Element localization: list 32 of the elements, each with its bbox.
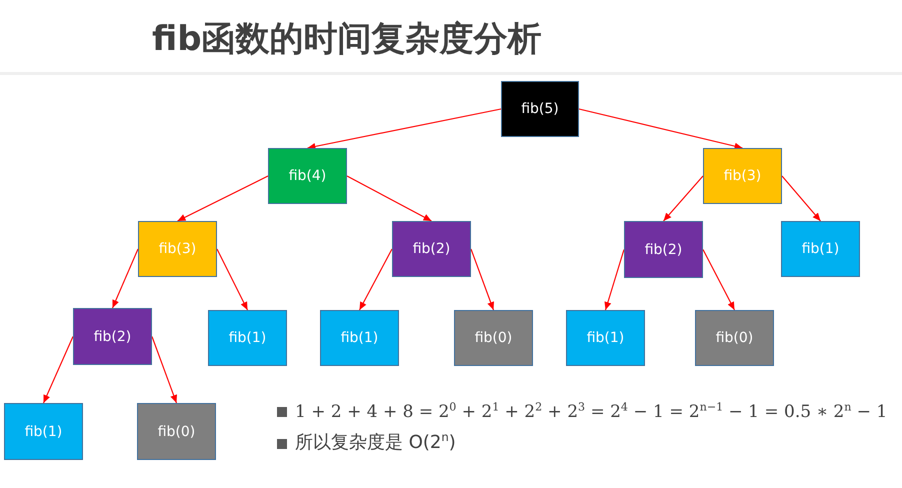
arrow — [702, 249, 735, 310]
call-box: fib(1) — [4, 403, 83, 460]
call-box: fib(1) — [320, 310, 399, 366]
call-box: fib(3) — [703, 148, 782, 204]
call-box: fib(2) — [73, 308, 152, 365]
arrow — [112, 248, 138, 308]
arrow — [151, 336, 178, 404]
call-box: fib(2) — [624, 221, 703, 278]
formula-text: 1 + 2 + 4 + 8 = 2$^{0}$ + 2$^{1}$ + 2$^{2}$ + 2$^{3}$ = 2$^{4}$ − 1 = 2$^{n−1}$ − 1 = 0.5 ∗ 2$^{n}$ − 1 — [295, 400, 888, 424]
arrow — [307, 108, 502, 150]
arrow — [346, 176, 432, 222]
arrow — [578, 108, 743, 150]
call-box: fib(0) — [454, 310, 533, 366]
call-box: fib(2) — [392, 221, 471, 277]
call-box: fib(1) — [208, 310, 287, 366]
arrow — [359, 248, 392, 310]
call-box: fib(0) — [695, 310, 774, 366]
call-box: fib(4) — [268, 148, 347, 204]
call-box: fib(0) — [137, 403, 216, 460]
slide-title: fib函数的时间复杂度分析 — [152, 19, 542, 59]
arrow — [782, 176, 821, 222]
arrow — [216, 248, 248, 310]
arrow — [177, 176, 268, 222]
arrow — [604, 249, 625, 310]
call-box: fib(1) — [781, 221, 860, 277]
arrow — [663, 176, 704, 222]
arrow — [470, 248, 494, 310]
call-box: fib(5) — [501, 81, 579, 137]
arrow — [43, 336, 74, 404]
call-box: fib(1) — [566, 310, 645, 366]
call-box: fib(3) — [138, 221, 217, 277]
bullet-text: 所以复杂度是 O(2$^{n}$) — [295, 431, 456, 455]
